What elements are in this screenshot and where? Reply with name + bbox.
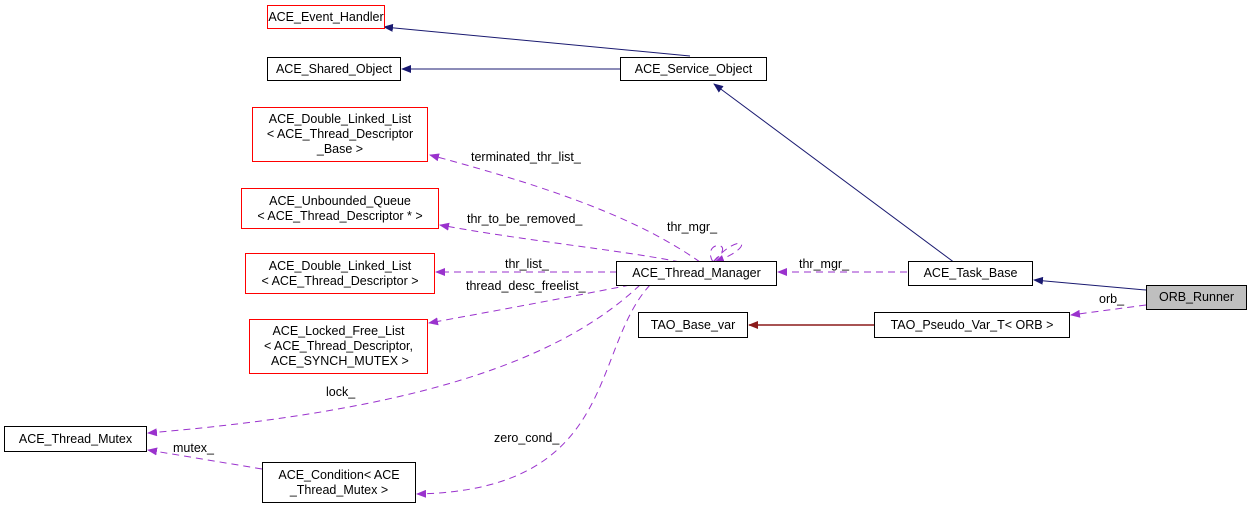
node-ace-shared-object[interactable]: ACE_Shared_Object <box>267 57 401 81</box>
edge-label-zero-cond: zero_cond_ <box>494 431 560 445</box>
edge-zero-cond <box>416 284 651 498</box>
node-ace-task-base[interactable]: ACE_Task_Base <box>908 261 1033 286</box>
node-ace-event-handler[interactable]: ACE_Event_Handler <box>267 5 385 29</box>
edge-label-orb: orb_ <box>1099 292 1125 306</box>
node-tao-base-var[interactable]: TAO_Base_var <box>638 312 748 338</box>
node-tao-pseudo-var[interactable]: TAO_Pseudo_Var_T< ORB > <box>874 312 1070 338</box>
node-ace-double-linked-list-base[interactable]: ACE_Double_Linked_List < ACE_Thread_Desc… <box>252 107 428 162</box>
edge-label-thr-to-be-removed: thr_to_be_removed_ <box>467 212 583 226</box>
edge-thr-mgr-self <box>710 242 743 262</box>
edge-service-to-event-handler <box>383 23 691 57</box>
node-ace-thread-mutex[interactable]: ACE_Thread_Mutex <box>4 426 147 452</box>
edge-mutex <box>147 447 263 470</box>
edge-label-mutex: mutex_ <box>173 441 214 455</box>
edge-label-lock: lock_ <box>326 385 356 399</box>
node-ace-condition[interactable]: ACE_Condition< ACE _Thread_Mutex > <box>262 462 416 503</box>
edge-orb-runner-to-task-base <box>1033 276 1147 291</box>
node-ace-thread-manager[interactable]: ACE_Thread_Manager <box>616 261 777 286</box>
node-orb-runner[interactable]: ORB_Runner <box>1146 285 1247 310</box>
edge-terminated-thr-list <box>429 153 701 263</box>
edge-thr-to-be-removed <box>439 222 681 263</box>
node-ace-double-linked-list[interactable]: ACE_Double_Linked_List < ACE_Thread_Desc… <box>245 253 435 294</box>
edge-orb <box>1070 304 1147 318</box>
edge-label-thread-desc-freelist: thread_desc_freelist_ <box>466 279 586 293</box>
edge-label-thr-mgr: thr_mgr_ <box>799 257 850 271</box>
node-ace-unbounded-queue[interactable]: ACE_Unbounded_Queue < ACE_Thread_Descrip… <box>241 188 439 229</box>
edge-task-base-to-service-object <box>713 83 956 264</box>
node-ace-service-object[interactable]: ACE_Service_Object <box>620 57 767 81</box>
edge-label-thr-list: thr_list_ <box>505 257 549 271</box>
edge-label-thr-mgr-self: thr_mgr_ <box>667 220 718 234</box>
edge-label-terminated-thr-list: terminated_thr_list_ <box>471 150 581 164</box>
node-ace-locked-free-list[interactable]: ACE_Locked_Free_List < ACE_Thread_Descri… <box>249 319 428 374</box>
